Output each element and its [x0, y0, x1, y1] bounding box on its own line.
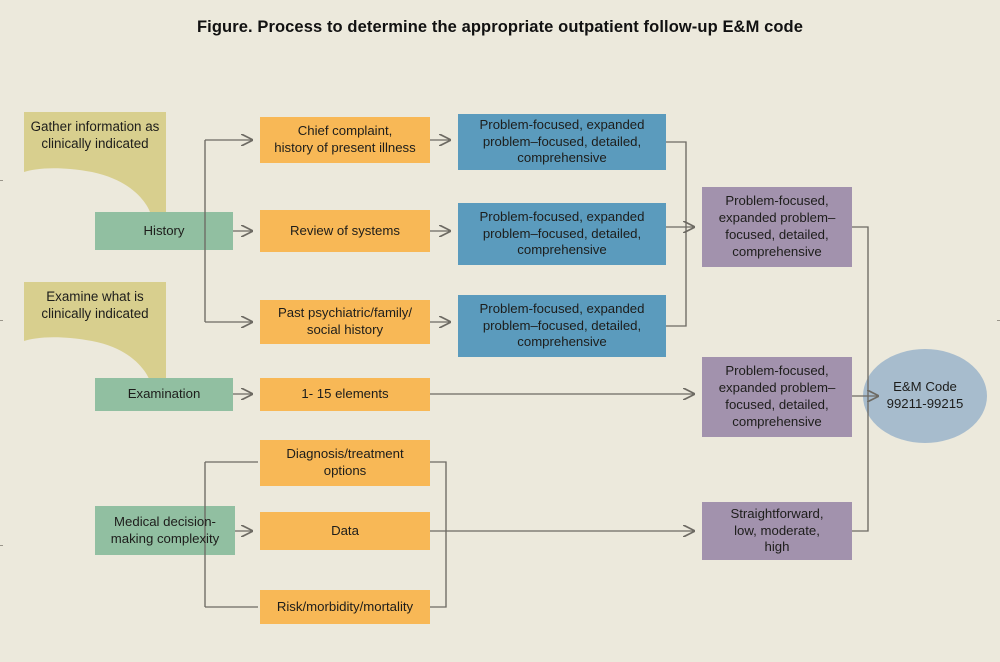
category-mdm-line2: making complexity — [110, 530, 220, 546]
callout-gather: Gather information as clinically indicat… — [24, 118, 166, 153]
category-history[interactable]: History — [95, 212, 233, 250]
component-box-risk — [260, 590, 430, 624]
category-examination[interactable]: Examination — [95, 378, 233, 411]
component-elements-line1: 1- 15 elements — [301, 386, 389, 402]
callout-shape-gather — [24, 112, 166, 216]
summary-examination-line1: Problem-focused, — [725, 363, 829, 379]
result-ellipse — [863, 349, 987, 443]
summary-history-line2: expanded problem– — [718, 210, 836, 226]
component-risk-line1: Risk/morbidity/mortality — [276, 598, 414, 614]
level-box-history-pfsh — [458, 295, 666, 357]
component-elements[interactable]: 1- 15 elements — [260, 378, 430, 411]
level-history-cc-line1: Problem-focused, expanded — [479, 116, 645, 132]
level-history-ros-line3: comprehensive — [517, 242, 607, 258]
page-title: Figure. Process to determine the appropr… — [196, 18, 804, 36]
callout-examine-line1: Examine what — [46, 289, 131, 304]
category-box-mdm — [95, 506, 235, 555]
component-past-history-line1: Past psychiatric/family/ — [277, 305, 413, 321]
component-data-line1: Data — [331, 522, 359, 538]
callout-gather-line2: as clinically — [41, 119, 160, 152]
summary-mdm[interactable]: Straightforward, low, moderate, high — [702, 502, 852, 560]
wire-risk-merge — [430, 531, 447, 608]
level-history-pfsh[interactable]: Problem-focused, expanded problem–focuse… — [458, 295, 666, 357]
wire-summary-mdm-merge — [852, 396, 869, 532]
component-review-of-systems-line1: Review of systems — [290, 222, 400, 238]
component-diagnosis-treatment[interactable]: Diagnosis/treatment options — [260, 440, 430, 486]
component-box-elements — [260, 378, 430, 411]
category-mdm[interactable]: Medical decision- making complexity — [95, 506, 235, 555]
category-history-label: History — [143, 222, 185, 238]
summary-mdm-line2: low, moderate, — [734, 522, 820, 538]
component-chief-complaint-line2: history of present illness — [274, 140, 416, 155]
level-history-pfsh-line2: problem–focused, detailed, — [482, 317, 642, 333]
summary-history-line1: Problem-focused, — [725, 193, 829, 209]
component-diagnosis-treatment-line1: Diagnosis/treatment — [286, 446, 404, 462]
category-mdm-line1: Medical decision- — [114, 513, 216, 529]
component-box-diagnosis-treatment — [260, 440, 430, 486]
wire-level-cc-merge — [666, 141, 687, 227]
summary-examination-line4: comprehensive — [732, 413, 822, 429]
callout-gather-line1: Gather information — [30, 119, 142, 134]
component-past-history-line2: social history — [306, 322, 384, 337]
edge-tick-left-top — [0, 180, 3, 181]
summary-box-history — [702, 187, 852, 267]
component-box-data — [260, 512, 430, 550]
summary-examination[interactable]: Problem-focused, expanded problem– focus… — [702, 357, 852, 437]
level-history-ros[interactable]: Problem-focused, expanded problem–focuse… — [458, 203, 666, 265]
edge-tick-left-mid — [0, 320, 3, 321]
wire-level-pfsh-merge — [666, 227, 687, 327]
category-box-history — [95, 212, 233, 250]
category-examination-label: Examination — [127, 386, 201, 402]
result-em-code-line1: E&M Code — [893, 379, 957, 395]
summary-box-mdm — [702, 502, 852, 560]
component-chief-complaint[interactable]: Chief complaint, history of present illn… — [260, 117, 430, 163]
level-history-pfsh-line1: Problem-focused, expanded — [479, 300, 645, 316]
component-past-history[interactable]: Past psychiatric/family/ social history — [260, 300, 430, 344]
callout-gather-line3: indicated — [94, 136, 149, 152]
summary-history[interactable]: Problem-focused, expanded problem– focus… — [702, 187, 852, 267]
summary-mdm-line1: Straightforward, — [730, 505, 824, 521]
component-box-past-history — [260, 300, 430, 344]
callout-examine-line3: indicated — [94, 306, 149, 322]
component-data[interactable]: Data — [260, 512, 430, 550]
level-history-cc-line2: problem–focused, detailed, — [482, 133, 642, 149]
wire-diagnosis-treatment-merge — [430, 461, 447, 531]
component-risk[interactable]: Risk/morbidity/mortality — [260, 590, 430, 624]
level-history-cc-line3: comprehensive — [517, 150, 607, 166]
result-em-code-line2: 99211-99215 — [886, 396, 964, 411]
edge-tick-left-bottom — [0, 545, 3, 546]
component-chief-complaint-line1: Chief complaint, — [297, 123, 393, 139]
component-diagnosis-treatment-line2: options — [323, 463, 367, 478]
callout-shape-examine — [24, 282, 166, 385]
summary-examination-line2: expanded problem– — [718, 380, 836, 396]
level-history-ros-line1: Problem-focused, expanded — [479, 208, 645, 224]
callout-examine: Examine what is clinically indicated — [24, 288, 166, 323]
level-history-pfsh-line3: comprehensive — [517, 334, 607, 350]
level-history-ros-line2: problem–focused, detailed, — [482, 225, 642, 241]
level-history-cc[interactable]: Problem-focused, expanded problem–focuse… — [458, 114, 666, 170]
summary-examination-line3: focused, detailed, — [725, 397, 829, 412]
component-box-chief-complaint — [260, 117, 430, 163]
summary-mdm-line3: high — [764, 539, 790, 555]
component-review-of-systems[interactable]: Review of systems — [260, 210, 430, 252]
category-box-examination — [95, 378, 233, 411]
edge-tick-right-mid — [997, 320, 1000, 321]
summary-box-examination — [702, 357, 852, 437]
summary-history-line4: comprehensive — [732, 243, 822, 259]
component-box-review-of-systems — [260, 210, 430, 252]
wire-summary-history-merge — [852, 226, 869, 396]
level-box-history-ros — [458, 203, 666, 265]
callout-examine-line2: is clinically — [41, 289, 144, 322]
result-em-code[interactable]: E&M Code 99211-99215 — [863, 349, 987, 443]
level-box-history-cc — [458, 114, 666, 170]
summary-history-line3: focused, detailed, — [725, 227, 829, 242]
